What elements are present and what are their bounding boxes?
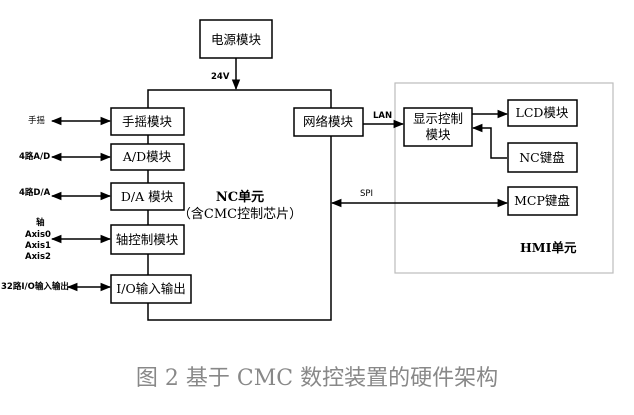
display-control-label-line2: 模块 bbox=[425, 127, 451, 142]
axis-module-label: 轴控制模块 bbox=[116, 232, 179, 247]
lan-label: LAN bbox=[373, 111, 392, 121]
nc-keyboard-to-display-arrow bbox=[471, 123, 507, 159]
spi-label: SPI bbox=[360, 189, 373, 199]
nc-keyboard-box bbox=[507, 142, 578, 173]
network-module-label: 网络模块 bbox=[303, 114, 354, 129]
handwheel-module-label: 手摇模块 bbox=[122, 114, 173, 129]
axis-module-box bbox=[110, 224, 185, 255]
power-module-label: 电源模块 bbox=[211, 32, 262, 47]
mcp-keyboard-box bbox=[507, 186, 578, 216]
io-module-label: I/O输入输出 bbox=[116, 281, 185, 296]
ext-handwheel-label: 手摇 bbox=[28, 115, 46, 126]
lcd-module-label: LCD模块 bbox=[516, 105, 569, 120]
nc-unit-subtitle: （含CMC控制芯片） bbox=[178, 206, 302, 222]
display-control-label-line1: 显示控制 bbox=[413, 111, 463, 126]
ad-module-box bbox=[110, 143, 185, 171]
ext-axis0-label: Axis0 bbox=[25, 230, 51, 240]
io-module-box bbox=[110, 274, 192, 304]
ext-axis2-label: Axis2 bbox=[25, 252, 51, 262]
hmi-unit-container bbox=[394, 82, 614, 274]
power-module-box bbox=[199, 19, 273, 59]
da-module-label: D/A 模块 bbox=[121, 189, 174, 204]
display-control-box bbox=[403, 107, 473, 147]
ext-ad-label: 4路A/D bbox=[19, 151, 50, 162]
network-module-box bbox=[293, 107, 364, 137]
power-24v-label: 24V bbox=[211, 72, 230, 82]
hmi-unit-label: HMI单元 bbox=[520, 240, 577, 255]
ext-axis-title: 轴 bbox=[36, 217, 45, 228]
mcp-keyboard-label: MCP键盘 bbox=[514, 193, 570, 208]
nc-keyboard-label: NC键盘 bbox=[519, 150, 565, 165]
da-module-box bbox=[110, 182, 185, 211]
ad-module-label: A/D模块 bbox=[122, 149, 172, 164]
nc-unit-title: NC单元 bbox=[216, 189, 264, 205]
lcd-module-box bbox=[507, 99, 578, 127]
ext-da-label: 4路D/A bbox=[19, 187, 51, 198]
ext-io-label: 32路I/O输入输出 bbox=[1, 281, 69, 292]
figure-caption: 图 2 基于 CMC 数控装置的硬件架构 bbox=[136, 366, 498, 391]
ext-axis1-label: Axis1 bbox=[25, 241, 51, 251]
